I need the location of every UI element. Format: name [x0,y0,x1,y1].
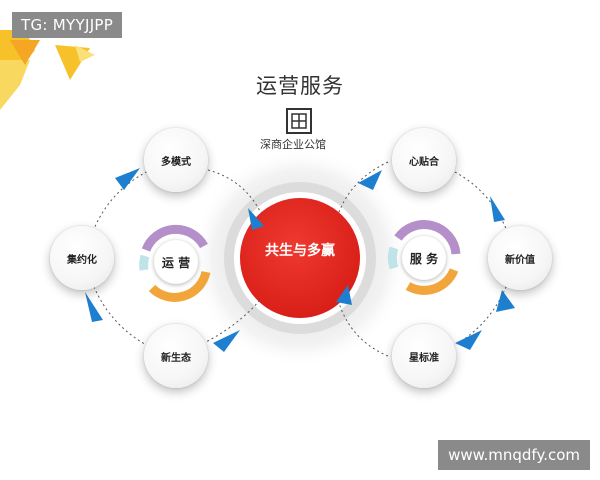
page-title: 运营服务 [256,74,344,98]
arrow-blue [213,330,240,352]
arrow-blue [248,208,264,230]
watermark-url: www.mnqdfy.com [438,440,590,470]
arrow-blue [85,292,103,322]
arrow-blue [358,170,382,190]
hub-label-yunying: 运 营 [154,240,198,284]
center-circle [240,198,360,318]
node-jiyuehua: 集约化 [50,226,114,290]
tag-label: TG: MYYJJPP [12,12,123,38]
hub-label-fuwu: 服 务 [402,236,446,280]
arrow-blue [490,196,505,222]
node-xin-tiehe: 心贴合 [392,128,456,192]
arrow-blue [336,285,352,305]
center-label: 共生与多赢 [265,243,335,259]
node-xing-biaozhun: 星标准 [392,324,456,388]
node-xin-jiazhi: 新价值 [488,226,552,290]
node-xin-shengtai: 新生态 [144,324,208,388]
node-duo-moshi: 多模式 [144,128,208,192]
arrow-blue [455,330,482,350]
seal-logo-icon [286,108,312,134]
brand-name: 深商企业公馆 [260,138,326,151]
corner-decoration [0,30,95,110]
arrow-blue [496,290,515,312]
arrow-blue [115,168,140,190]
